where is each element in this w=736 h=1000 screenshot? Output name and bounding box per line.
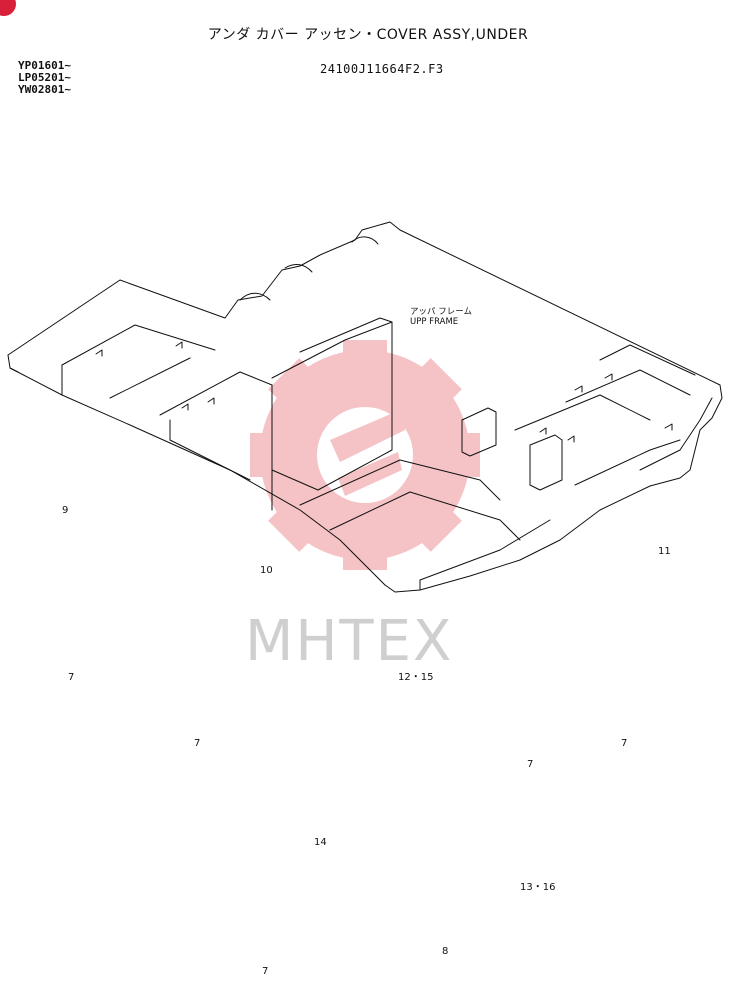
- serial-range: YW02801~: [18, 83, 71, 96]
- callout-7: 7: [68, 672, 75, 683]
- callout-7: 7: [194, 738, 201, 749]
- upper-frame: [7, 221, 723, 593]
- drawing-number: 24100J11664F2.F3: [320, 62, 444, 76]
- watermark-gear-logo: [250, 340, 480, 570]
- callout-10: 10: [260, 565, 273, 576]
- upper-frame-label-en: UPP FRAME: [410, 317, 459, 327]
- callout-11: 11: [658, 546, 671, 557]
- page-title: アンダ カバー アッセン・COVER ASSY,UNDER: [207, 27, 529, 43]
- callout-7: 7: [621, 738, 628, 749]
- callout-14: 14: [314, 837, 327, 848]
- upper-frame-label: アッパ フレーム UPP FRAME: [410, 307, 472, 327]
- watermark-text: MHTEX: [245, 609, 453, 674]
- serial-range-list: YP01601~ LP05201~ YW02801~: [18, 60, 71, 96]
- corner-badge: [0, 0, 16, 16]
- callout-8: 8: [442, 946, 449, 957]
- upper-frame-label-jp: アッパ フレーム: [410, 307, 472, 317]
- callout-13-16: 13・16: [520, 882, 556, 893]
- callout-9: 9: [62, 505, 69, 516]
- serial-range: LP05201~: [18, 71, 71, 84]
- serial-range: YP01601~: [18, 59, 71, 72]
- callout-12-15: 12・15: [398, 672, 434, 683]
- callout-7: 7: [262, 966, 269, 977]
- callout-7: 7: [527, 759, 534, 770]
